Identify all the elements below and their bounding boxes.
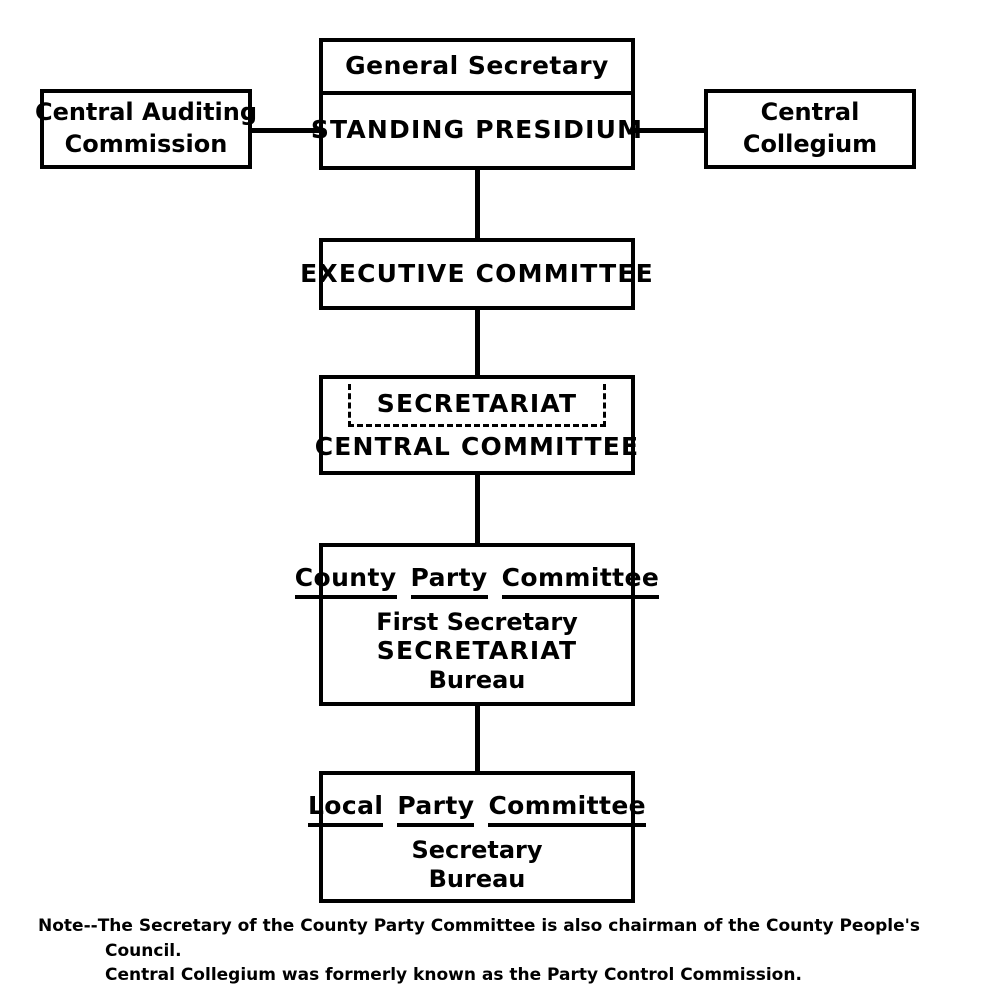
node-central-auditing-commission[interactable]: Central Auditing Commission [35,89,257,169]
county-heading-word-1: Party [410,563,488,599]
note-line-1-text: The Secretary of the County Party Commit… [97,916,920,936]
central-collegium-line1: Central [760,98,860,127]
connector-central-committee-to-county [475,470,480,548]
central-auditing-commission-line2: Commission [64,130,228,158]
local-party-committee-heading: Local Party Committee [307,791,647,827]
county-party-committee-heading: County Party Committee [294,563,660,599]
central-committee-label: CENTRAL COMMITTEE [314,432,640,461]
local-bureau-label: Bureau [428,865,526,894]
connector-executive-to-central-committee [475,306,480,382]
standing-presidium-label: STANDING PRESIDIUM [310,115,644,144]
note-lead-label: Note-- [38,916,98,936]
node-executive-committee[interactable]: EXECUTIVE COMMITTEE [300,238,653,310]
secretariat-dashed-box[interactable]: SECRETARIAT [347,384,607,427]
connector-county-to-local [475,702,480,778]
note-line-2: Council. [105,940,182,961]
local-secretary-label: Secretary [411,836,543,864]
county-heading-word-0: County [294,563,397,599]
county-secretariat-label: SECRETARIAT [376,636,578,666]
node-central-collegium[interactable]: Central Collegium [704,89,916,169]
local-heading-word-0: Local [307,791,384,827]
executive-committee-label: EXECUTIVE COMMITTEE [300,258,654,288]
connector-presidium-to-collegium [629,128,707,133]
county-heading-word-2: Committee [501,563,660,599]
cell-standing-presidium: STANDING PRESIDIUM [311,90,642,166]
node-central-committee[interactable]: SECRETARIAT CENTRAL COMMITTEE [315,375,638,475]
note-line-1: Note--The Secretary of the County Party … [38,914,938,939]
local-heading-word-1: Party [397,791,475,827]
node-local-party-committee[interactable]: Local Party Committee Secretary Bureau [307,771,647,903]
local-heading-word-2: Committee [488,791,647,827]
secretariat-label: SECRETARIAT [376,389,578,419]
chart-note: Note--The Secretary of the County Party … [38,914,938,988]
county-first-secretary-label: First Secretary [376,608,578,636]
central-collegium-line2: Collegium [742,130,878,158]
central-auditing-commission-line1: Central Auditing [34,98,258,127]
county-bureau-label: Bureau [428,666,526,695]
note-line-3: Central Collegium was formerly known as … [105,965,802,986]
node-county-party-committee[interactable]: County Party Committee First Secretary S… [294,543,660,706]
connector-presidium-to-executive [475,166,480,246]
cell-general-secretary: General Secretary [323,42,631,91]
node-standing-presidium[interactable]: General Secretary STANDING PRESIDIUM [311,38,642,170]
connector-auditing-to-presidium [249,128,325,133]
general-secretary-label: General Secretary [345,51,609,80]
